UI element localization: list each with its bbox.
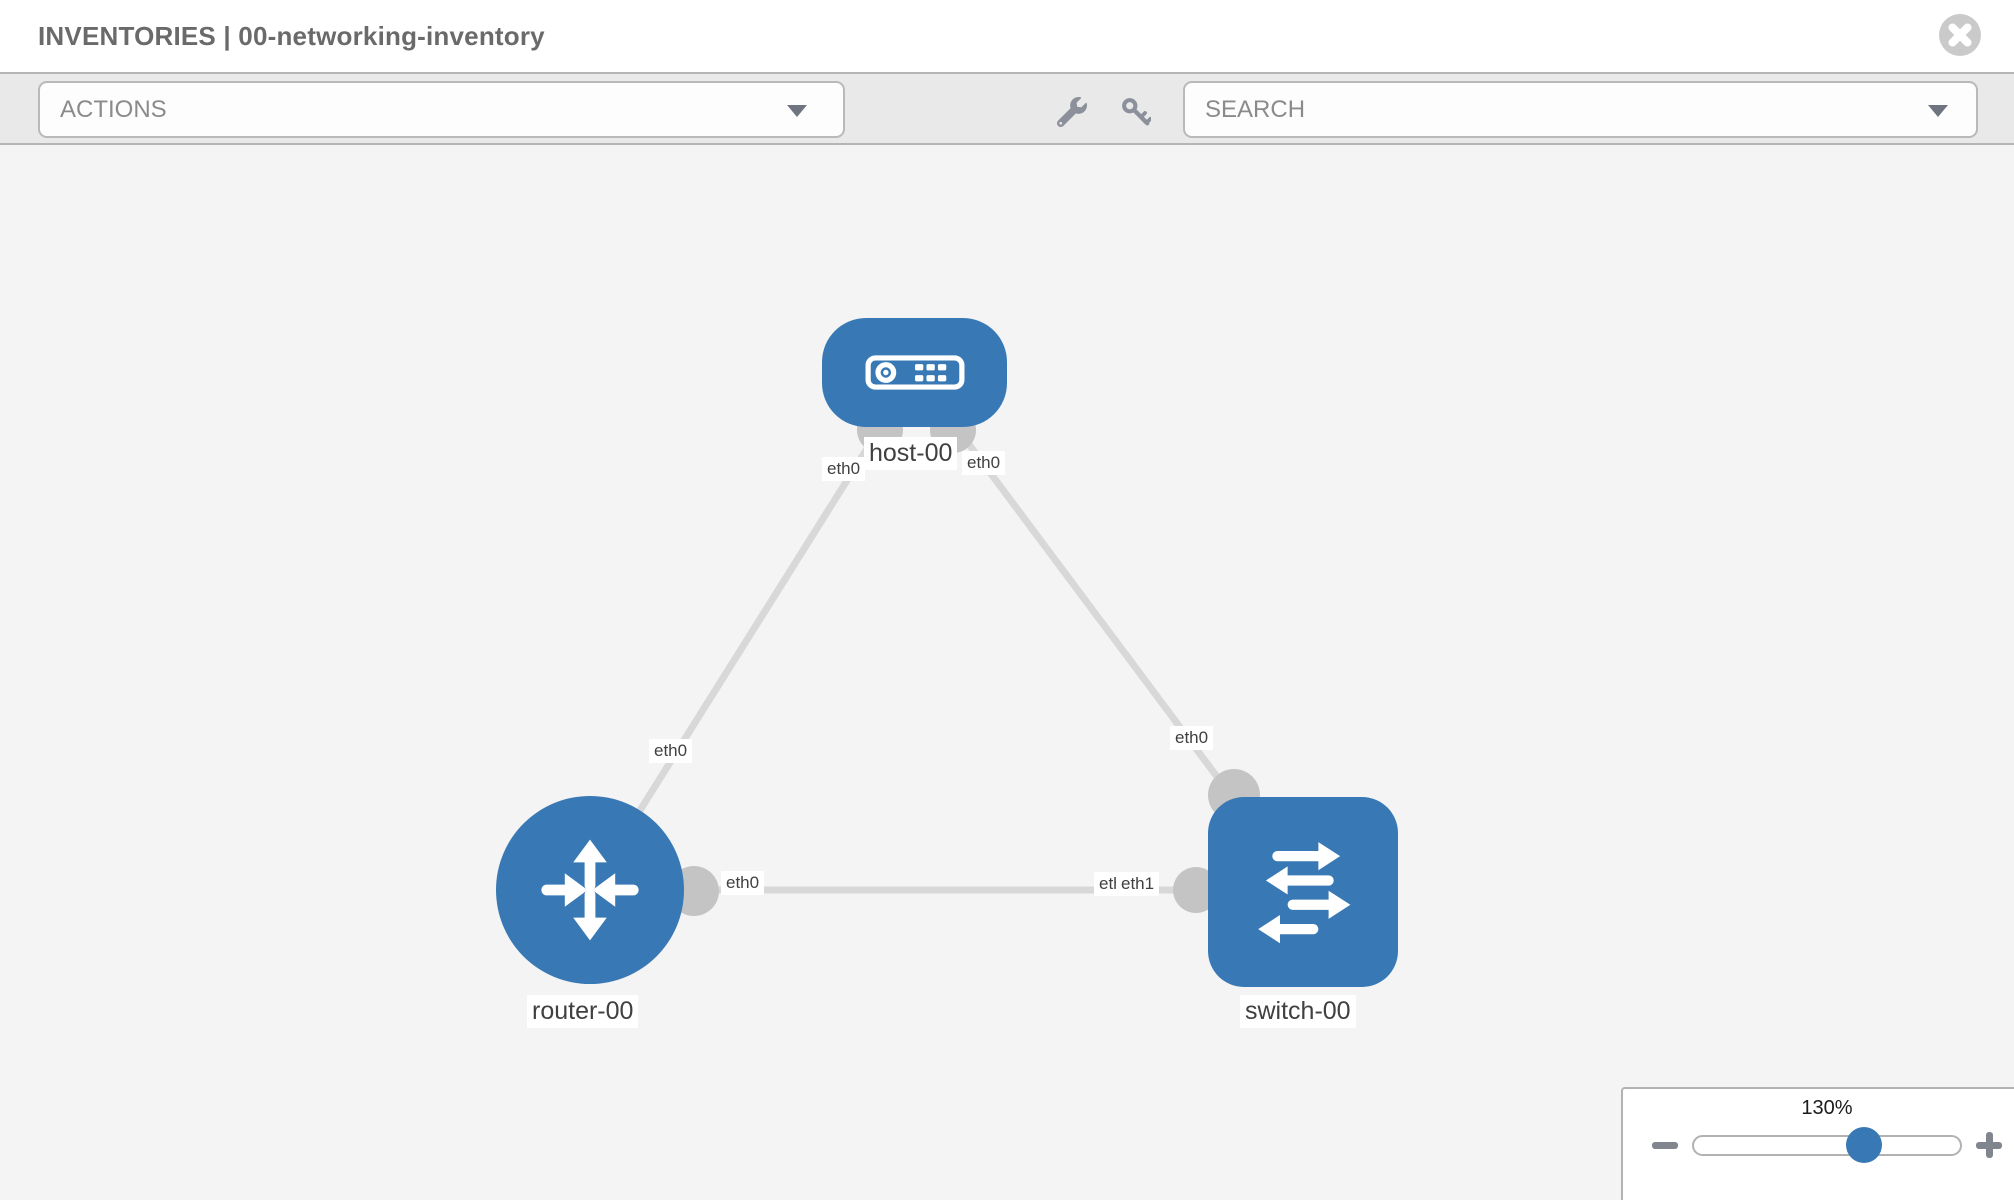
node-label-switch-00[interactable]: switch-00 <box>1240 995 1356 1028</box>
header: INVENTORIES | 00-networking-inventory <box>0 0 2014 72</box>
search-dropdown[interactable]: SEARCH <box>1183 81 1978 138</box>
node-label-router-00[interactable]: router-00 <box>527 995 639 1028</box>
interface-label-router-switch-router: eth0 <box>721 871 765 895</box>
wrench-icon[interactable] <box>1057 97 1087 127</box>
switch-arrows-icon <box>1258 842 1351 944</box>
zoom-in-icon[interactable] <box>1976 1132 2002 1158</box>
node-switch-00[interactable] <box>1208 797 1398 987</box>
toolbar: ACTIONS SEARCH <box>0 72 2014 145</box>
key-icon[interactable] <box>1121 97 1151 127</box>
zoom-control-panel: 130% <box>1621 1087 2014 1200</box>
zoom-level-value: 130% <box>1801 1097 1853 1119</box>
node-router-00[interactable] <box>496 796 684 984</box>
page-title: INVENTORIES | 00-networking-inventory <box>38 21 545 51</box>
zoom-slider-track[interactable] <box>1692 1135 1962 1156</box>
interface-label-host-router-host: eth0 <box>822 457 866 481</box>
topology-canvas[interactable]: host-00 router-00 switch-00 eth0 eth0 et… <box>0 145 2014 1200</box>
router-arrows-icon <box>541 839 639 941</box>
interface-label-host-router-router: eth0 <box>649 739 693 763</box>
zoom-slider-handle[interactable] <box>1846 1127 1882 1163</box>
chevron-down-icon <box>1928 105 1948 117</box>
links-layer <box>587 369 1306 916</box>
search-placeholder: SEARCH <box>1205 95 1306 123</box>
actions-dropdown-label: ACTIONS <box>60 95 167 123</box>
zoom-out-icon[interactable] <box>1652 1142 1678 1149</box>
actions-dropdown[interactable]: ACTIONS <box>38 81 845 138</box>
interface-label-host-switch-host: eth0 <box>962 451 1006 475</box>
node-host-00[interactable] <box>822 318 1007 427</box>
plus-bar <box>1986 1132 1993 1158</box>
interface-dot-switch-left[interactable] <box>1173 867 1219 913</box>
close-icon[interactable] <box>1938 13 1982 57</box>
chevron-down-icon <box>787 105 807 117</box>
server-icon <box>865 355 964 390</box>
interface-label-host-switch-switch: eth0 <box>1170 726 1214 750</box>
node-label-host-00[interactable]: host-00 <box>864 437 958 470</box>
interface-label-router-switch-switch: eth1 <box>1116 872 1160 896</box>
